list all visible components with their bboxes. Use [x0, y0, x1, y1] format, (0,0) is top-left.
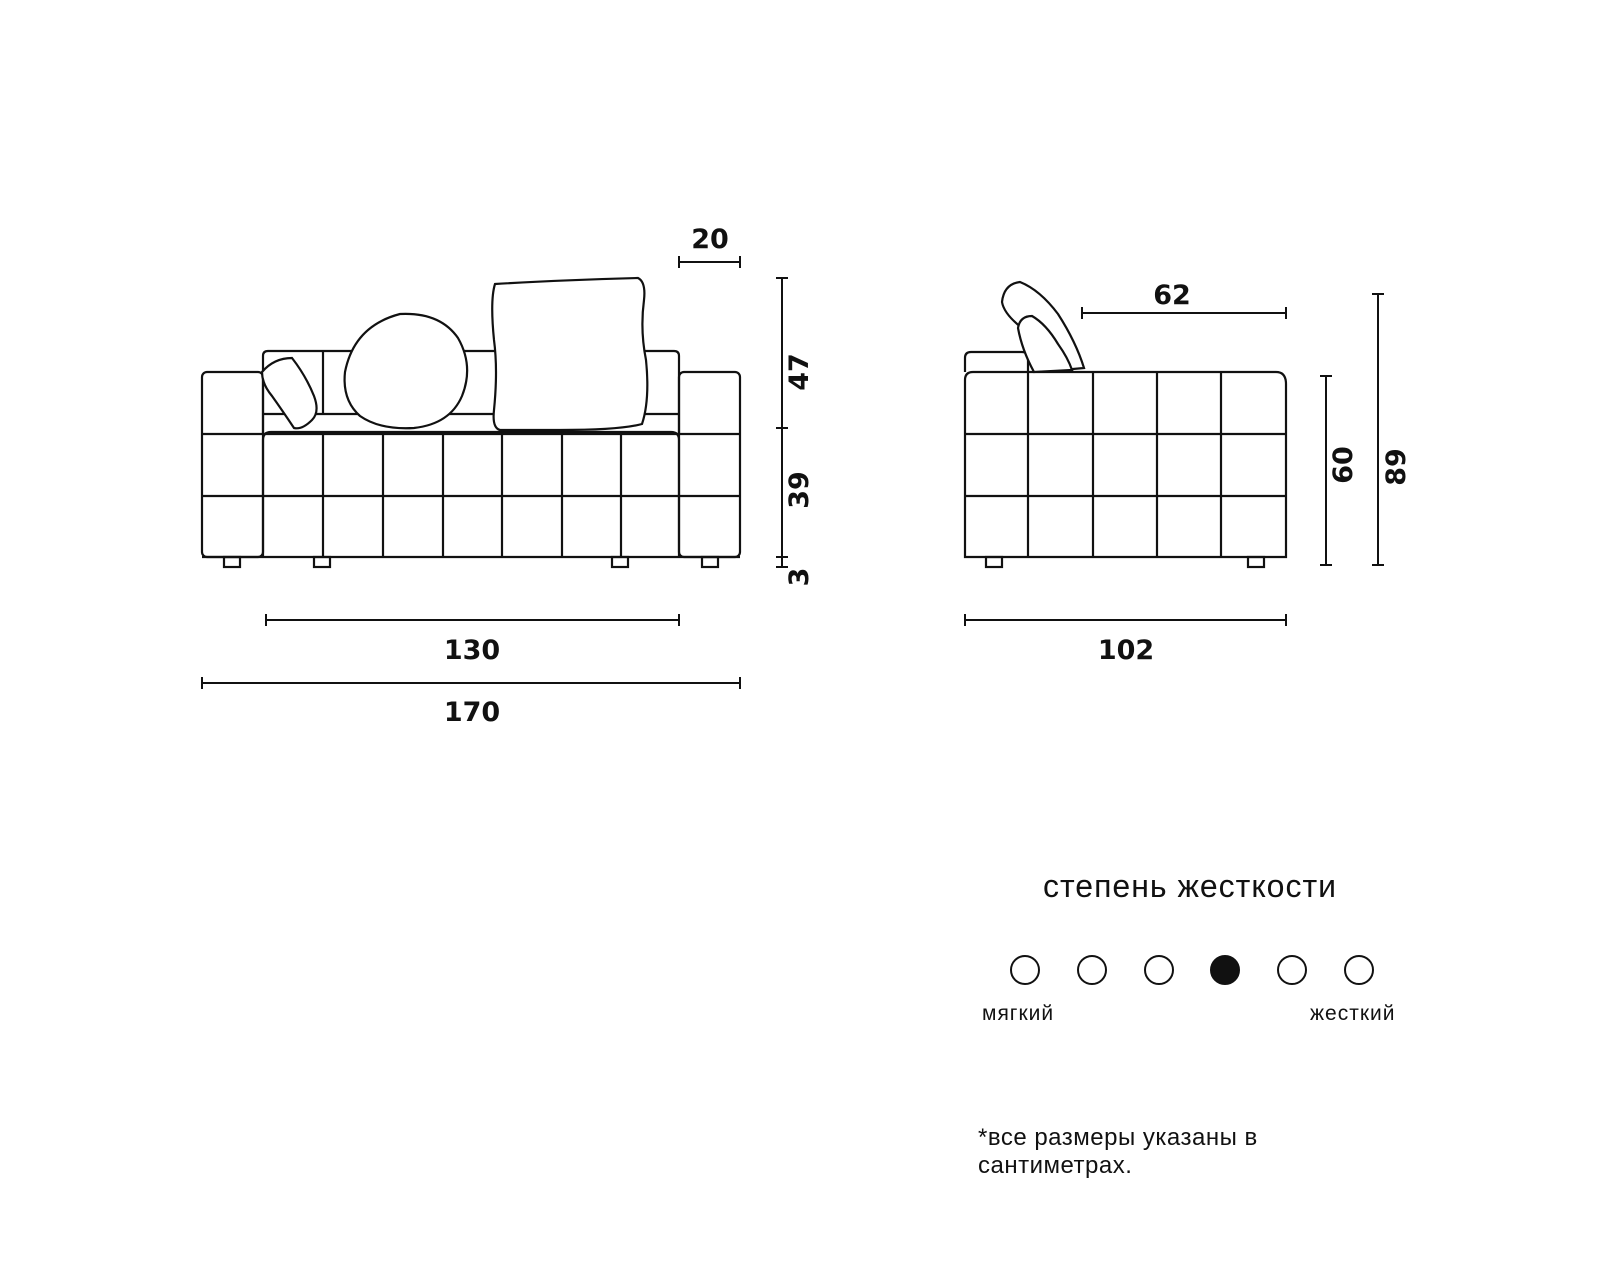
dim-seat-width: 130	[444, 635, 500, 666]
dim-back-height: 47	[784, 353, 815, 391]
front-dimensions: 20 47 39 3 130 170	[201, 224, 815, 728]
side-pillow-front	[1016, 314, 1074, 374]
dim-armrest-width: 20	[691, 224, 729, 255]
firmness-label-hard: жесткий	[1310, 1002, 1396, 1025]
dim-total-height: 89	[1381, 448, 1412, 486]
front-view	[200, 276, 742, 569]
front-left-arm	[200, 370, 265, 559]
firmness-scale	[1010, 955, 1374, 991]
firmness-level-dot	[1210, 955, 1241, 985]
front-leg	[610, 555, 630, 569]
dim-overall-depth: 102	[1098, 635, 1154, 666]
front-leg	[312, 555, 332, 569]
dim-overall-width: 170	[444, 697, 500, 728]
side-view	[963, 280, 1288, 569]
firmness-level-dot	[1010, 955, 1040, 985]
front-bolster-pillow	[260, 356, 318, 430]
dim-seat-depth: 62	[1153, 280, 1191, 311]
firmness-level-dot	[1143, 955, 1174, 985]
front-square-pillow	[491, 276, 649, 432]
side-leg	[1246, 555, 1266, 569]
side-leg	[984, 555, 1004, 569]
dim-seat-height: 39	[784, 471, 815, 509]
side-body	[963, 370, 1288, 559]
firmness-label-soft: мягкий	[982, 1002, 1055, 1025]
dim-leg-height: 3	[784, 568, 815, 587]
front-backrest	[261, 349, 681, 434]
side-dimensions: 62 60 89 102	[964, 280, 1412, 666]
side-backrest-top	[963, 350, 1030, 372]
dim-arm-height: 60	[1328, 446, 1359, 484]
footnote: *все размеры указаны в сантиметрах.	[978, 1124, 1258, 1179]
front-leg	[222, 555, 242, 569]
firmness-title: степень жесткости	[1043, 868, 1337, 904]
front-round-pillow	[343, 312, 469, 430]
front-right-arm	[677, 370, 742, 559]
firmness-level-dot	[1277, 955, 1308, 985]
firmness-level-dot	[1076, 955, 1107, 985]
front-leg	[700, 555, 720, 569]
front-seat	[261, 430, 681, 557]
firmness-level-dot	[1344, 955, 1374, 985]
